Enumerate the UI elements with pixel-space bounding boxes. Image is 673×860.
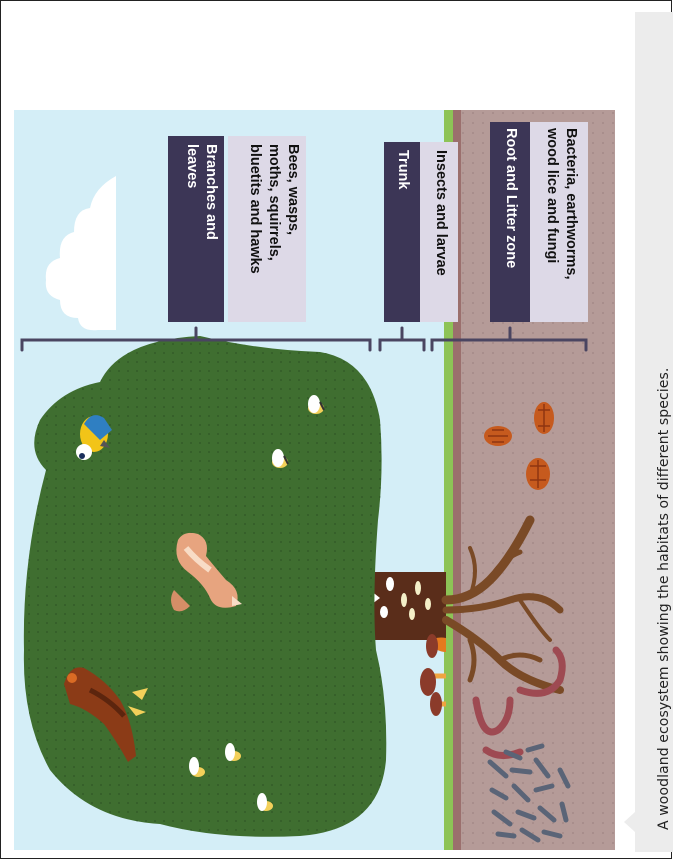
woodlouse-3: [526, 458, 550, 490]
branches-title: Branches and leaves: [182, 144, 220, 240]
branches-species: Bees, wasps, moths, squirrels, bluetits …: [245, 144, 302, 274]
root-title: Root and Litter zone: [501, 128, 520, 268]
trunk-title: Trunk: [393, 150, 412, 189]
figure-caption: A woodland ecosystem showing the habitat…: [656, 368, 672, 830]
woodland-diagram: [0, 0, 635, 860]
root-species: Bacteria, earthworms, wood lice and fung…: [542, 128, 580, 280]
woodlouse-1: [484, 426, 512, 446]
trunk-species: Insects and larvae: [431, 150, 450, 276]
woodlouse-2: [534, 402, 554, 434]
caption-pointer: [624, 812, 635, 832]
